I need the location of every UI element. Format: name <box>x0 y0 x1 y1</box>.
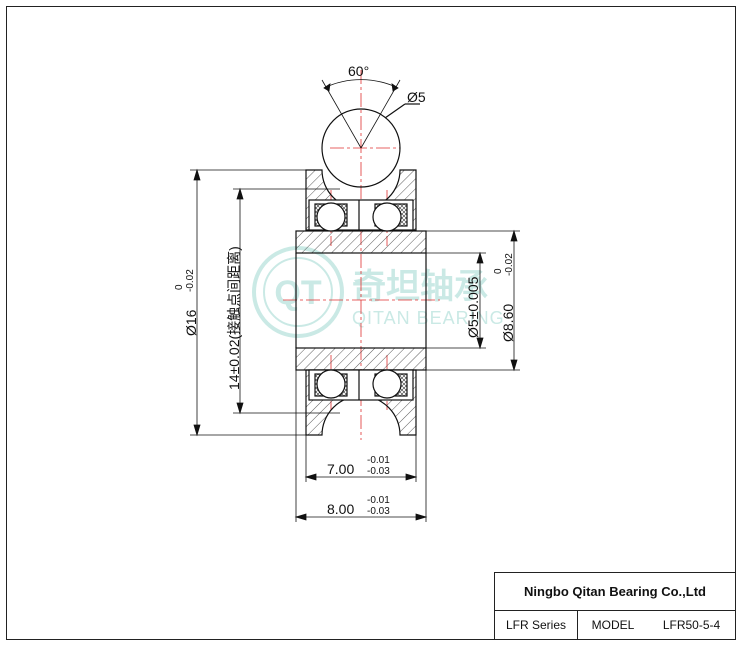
inner-dia-dimension <box>426 229 520 372</box>
inner-dia-tol-upper: 0 <box>493 268 504 274</box>
width-inner-tol-lower: -0.03 <box>367 466 390 477</box>
title-block-row: LFR Series MODEL LFR50-5-4 <box>495 610 735 640</box>
model-value: LFR50-5-4 <box>662 618 721 632</box>
title-block: Ningbo Qitan Bearing Co.,Ltd LFR Series … <box>494 572 736 640</box>
ball-set-bottom <box>308 369 414 401</box>
company-name: Ningbo Qitan Bearing Co.,Ltd <box>495 573 735 611</box>
inner-dia-label: Ø8.60 <box>500 304 516 342</box>
contact-distance-dimension <box>233 187 340 415</box>
width-inner-tol-upper: -0.01 <box>367 455 390 466</box>
bore-dimension <box>426 251 486 350</box>
outer-dia-label: Ø16 <box>183 309 199 336</box>
angle-label: 60° <box>348 63 369 79</box>
contact-distance-label: 14±0.02(接触点间距离) <box>226 246 242 390</box>
width-inner-dimension <box>304 435 418 482</box>
outer-dia-tol-upper: 0 <box>174 284 185 290</box>
inner-ring <box>295 230 427 371</box>
watermark-en: QITAN BEARING <box>352 308 505 328</box>
model-label: MODEL <box>591 618 635 632</box>
width-outer-dimension <box>294 370 428 522</box>
width-outer-tol-lower: -0.03 <box>367 506 390 517</box>
watermark-logo: QT <box>274 274 321 312</box>
outer-dia-dimension <box>190 168 306 437</box>
series-label: LFR Series <box>495 610 578 640</box>
width-outer-label: 8.00 <box>327 501 354 517</box>
inner-dia-tol-lower: -0.02 <box>504 253 515 276</box>
drawing-frame <box>6 6 736 640</box>
rail-circle <box>321 103 420 188</box>
outer-dia-tol-lower: -0.02 <box>185 269 196 292</box>
watermark-cn: 奇坦轴承 <box>352 268 488 306</box>
width-inner-label: 7.00 <box>327 461 354 477</box>
ball-dia-label: Ø5 <box>407 89 426 105</box>
bore-label: Ø5±0.005 <box>465 276 481 338</box>
width-outer-tol-upper: -0.01 <box>367 495 390 506</box>
ball-set-top <box>308 199 414 232</box>
